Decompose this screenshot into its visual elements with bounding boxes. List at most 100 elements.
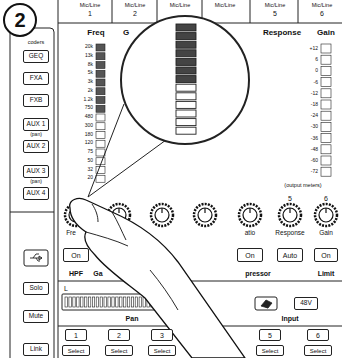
button-text: On <box>245 252 254 259</box>
channel-label: Mic/Line <box>125 3 145 9</box>
panel-button: On <box>314 248 338 262</box>
channel-label: Mic/Line <box>215 3 235 9</box>
meter-segment <box>85 297 87 307</box>
meter-segment <box>96 70 105 77</box>
eraser-button <box>255 297 277 310</box>
meter-segment <box>116 297 118 307</box>
magnified-meter-segment <box>176 67 196 74</box>
panel-button: On <box>237 248 263 262</box>
panel-button: AUX 2 <box>23 140 49 153</box>
scale-value: 120 <box>85 140 93 145</box>
meter-segment <box>321 145 331 154</box>
button-text: AUX 2 <box>27 143 46 150</box>
button-text: Select <box>262 348 279 354</box>
scale-value: -24 <box>311 113 318 118</box>
encoder-knob <box>239 204 261 226</box>
panel-label: Gain <box>319 230 333 237</box>
encoder-knob <box>151 204 173 226</box>
button-text: Solo <box>29 285 42 292</box>
button-text: GEQ <box>29 53 43 60</box>
meter-segment <box>69 297 71 307</box>
callout-circle: 2 <box>3 3 37 37</box>
scale-value: 50 <box>87 158 93 163</box>
button-text: Select <box>68 348 85 354</box>
meter-segment <box>96 97 105 104</box>
panel-label: (pan) <box>30 179 42 184</box>
meter-segment <box>321 100 331 109</box>
section-rule <box>58 281 342 282</box>
panel-label: L <box>64 285 68 292</box>
button-text: On <box>321 252 330 259</box>
channel-label: Mic/Line <box>265 3 285 9</box>
meter-segment <box>96 175 105 182</box>
button-text: 1 <box>74 332 78 339</box>
meter-segment <box>104 297 106 307</box>
panel-button: Select <box>62 345 90 356</box>
panel-label: (output meters) <box>284 183 321 189</box>
scale-value: 180 <box>85 132 93 137</box>
panel-button: FXB <box>23 94 49 107</box>
channel-label: Mic/Line <box>312 3 332 9</box>
scale-value: -72 <box>311 169 318 174</box>
scale-value: 5k <box>88 70 93 75</box>
meter-segment <box>88 297 90 307</box>
panel-label: HPF <box>69 270 83 277</box>
meter-segment <box>321 78 331 87</box>
meter-segment <box>96 44 105 51</box>
meter-segment <box>96 123 105 130</box>
scale-value: 6 <box>315 57 318 62</box>
magnified-meter-segment <box>176 110 196 117</box>
button-text: FXB <box>30 97 43 104</box>
scale-value: 0 <box>315 68 318 73</box>
meter-segment <box>96 53 105 60</box>
panel-label: coders <box>28 40 45 46</box>
panel-label: Response <box>263 29 301 37</box>
meter-segment <box>321 55 331 64</box>
meter-segment <box>321 156 331 165</box>
panel-button: Select <box>256 345 284 356</box>
channel-label: 6 <box>320 10 324 17</box>
magnified-meter-segment <box>176 58 196 65</box>
meter-segment <box>96 140 105 147</box>
meter-segment <box>127 297 129 307</box>
button-text: Mute <box>29 313 43 320</box>
magnified-meter-segment <box>176 84 196 91</box>
panel-button: On <box>63 248 89 262</box>
magnified-meter-segment <box>176 93 196 100</box>
magnified-meter-segment <box>176 76 196 83</box>
panel-button: Select <box>105 345 133 356</box>
hand <box>70 198 245 358</box>
magnified-meter-segment <box>176 127 196 134</box>
left-panel <box>10 28 54 358</box>
magnified-meter-segment <box>176 41 196 48</box>
meter-segment <box>321 66 331 75</box>
usb-button <box>24 250 48 266</box>
meter-segment <box>139 297 141 307</box>
meter-segment <box>92 297 94 307</box>
meter-segment <box>135 297 137 307</box>
meter-segment <box>96 62 105 69</box>
scale-value: -48 <box>311 147 318 152</box>
scale-value: 750 <box>85 105 93 110</box>
meter-segment <box>112 297 114 307</box>
button-text: AUX 4 <box>27 190 46 197</box>
scale-value: -12 <box>311 91 318 96</box>
meter-segment <box>321 122 331 131</box>
meter-segment <box>73 297 75 307</box>
meter-segment <box>100 297 102 307</box>
panel-button: Select <box>304 345 332 356</box>
panel-label: pressor <box>245 270 271 277</box>
channel-label: 1 <box>88 10 92 17</box>
scale-value: 480 <box>85 114 93 119</box>
scale-value: 20k <box>85 44 93 49</box>
meter-segment <box>321 167 331 176</box>
meter-segment <box>131 297 133 307</box>
channel-label: Mic/Line <box>80 3 100 9</box>
meter-segment <box>96 88 105 95</box>
panel-label: Pan <box>126 315 139 322</box>
meter-segment <box>81 297 83 307</box>
button-text: 6 <box>316 332 320 339</box>
panel-label: Fre <box>66 230 76 237</box>
channel-label: 2 <box>133 10 137 17</box>
usb-icon <box>30 254 42 261</box>
